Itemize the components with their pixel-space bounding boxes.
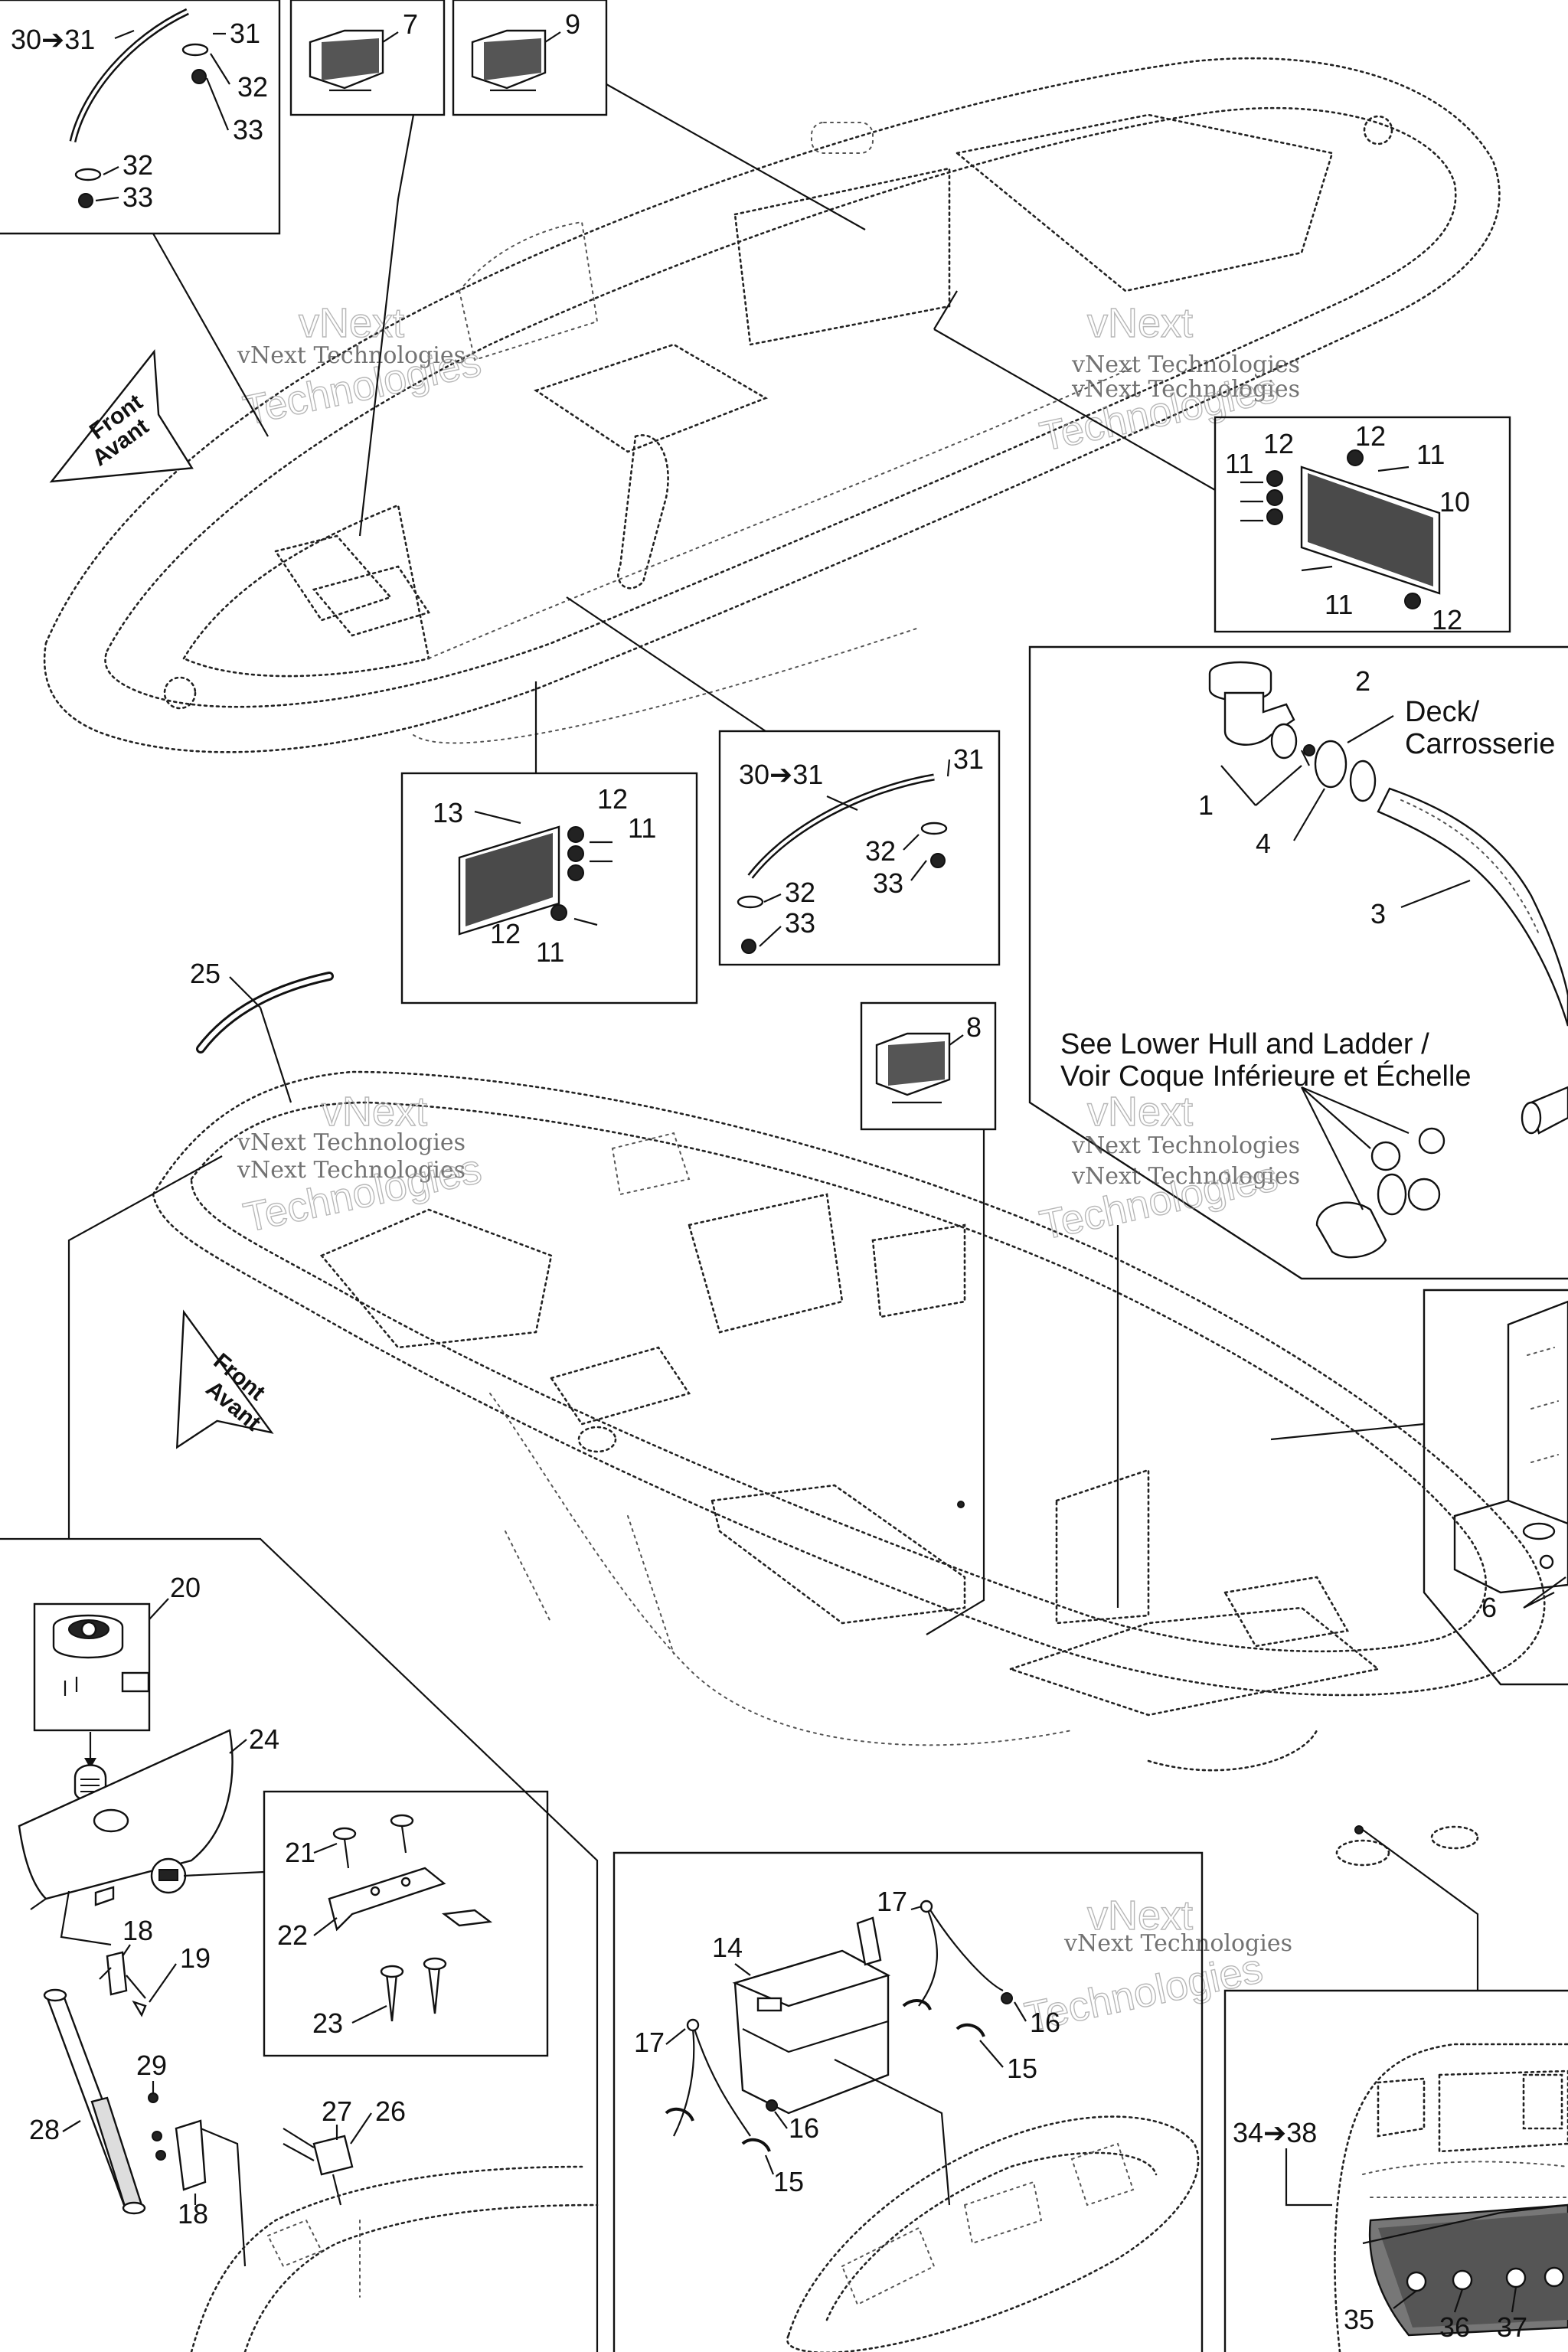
callout-11: 11 (1325, 589, 1353, 620)
callout-24: 24 (249, 1723, 279, 1755)
see-lower-hull-note: See Lower Hull and Ladder / (1060, 1028, 1429, 1060)
watermark-text: vNext Technologies (237, 1157, 466, 1184)
watermark-text: vNext Technologies (237, 342, 466, 369)
callout-32: 32 (865, 835, 896, 867)
watermark-big: vNext (322, 1089, 427, 1135)
watermark-big: vNext (1087, 300, 1193, 346)
callout-8: 8 (966, 1011, 982, 1043)
callout-16: 16 (1030, 2007, 1060, 2038)
callout-35: 35 (1344, 2304, 1374, 2335)
callout-26: 26 (375, 2096, 406, 2127)
callout-9: 9 (565, 8, 580, 40)
bottom-boat-hull (152, 1070, 1546, 1867)
drain-assembly-panel: 2 1 4 3 Deck/ Carrosserie See Lower Hull… (1028, 645, 1568, 1280)
callout-33: 33 (785, 907, 815, 939)
callout-30-31: 30➔31 (11, 24, 95, 55)
leader-line (67, 1155, 223, 1539)
callout-21: 21 (285, 1837, 315, 1868)
deck-note: Deck/ (1405, 696, 1480, 728)
watermark-text: vNext Technologies (1071, 1163, 1300, 1190)
callout-2: 2 (1355, 665, 1370, 697)
callout-31: 31 (953, 743, 984, 775)
callout-6: 6 (1481, 1592, 1497, 1623)
callout-32: 32 (237, 71, 268, 103)
leader-line (1362, 1829, 1479, 1991)
callout-12: 12 (1432, 604, 1462, 635)
callout-11: 11 (1225, 448, 1253, 479)
callout-25: 25 (190, 958, 220, 989)
callout-12: 12 (597, 783, 628, 815)
callout-28: 28 (29, 2114, 60, 2145)
callout-30-31: 30➔31 (739, 759, 823, 790)
callout-17: 17 (634, 2027, 665, 2058)
callout-20: 20 (170, 1572, 201, 1603)
voir-coque-note: Voir Coque Inférieure et Échelle (1060, 1060, 1472, 1093)
callout-10: 10 (1439, 486, 1470, 518)
lid-assembly: 20 24 21 22 23 18 (18, 1572, 599, 2352)
watermark-text: vNext Technologies (237, 1129, 466, 1156)
carrosserie-note: Carrosserie (1405, 728, 1555, 760)
callout-32: 32 (785, 877, 815, 908)
mat-box-34-38: 34➔38 35 36 37 (1223, 1989, 1568, 2352)
front-arrow-bottom: Front Avant (175, 1309, 274, 1449)
callout-11: 11 (536, 936, 564, 968)
callout-13: 13 (433, 797, 463, 828)
callout-7: 7 (403, 8, 418, 40)
watermark-text: vNext Technologies (1071, 351, 1300, 378)
callout-4: 4 (1256, 828, 1271, 859)
callout-18: 18 (178, 2198, 208, 2230)
watermark-text: vNext Technologies (1071, 1132, 1300, 1159)
callout-34-38: 34➔38 (1233, 2117, 1317, 2148)
callout-33: 33 (233, 114, 263, 145)
callout-37: 37 (1497, 2311, 1527, 2343)
callout-12: 12 (1355, 420, 1386, 452)
callout-33: 33 (122, 181, 153, 213)
watermark-text: vNext Technologies (1063, 1930, 1292, 1957)
callout-15: 15 (1007, 2053, 1037, 2084)
callout-15: 15 (773, 2166, 804, 2197)
grate-box-10: 11 12 12 11 10 11 12 (933, 290, 1511, 635)
part-8-box: 8 (860, 1001, 997, 1635)
callout-1: 1 (1198, 789, 1214, 821)
callout-3: 3 (1370, 898, 1386, 929)
callout-29: 29 (136, 2050, 167, 2081)
callout-17: 17 (877, 1886, 907, 1917)
grab-handle-box-top: 30➔31 31 32 33 32 33 (0, 0, 281, 437)
front-arrow-top: Front Avant (49, 349, 194, 483)
grab-handle-box-middle: 30➔31 31 32 33 32 33 (566, 596, 1001, 966)
watermark-big: vNext (1087, 1893, 1193, 1939)
callout-14: 14 (712, 1932, 743, 1963)
callout-11: 11 (1416, 439, 1445, 470)
watermark-big: vNext (299, 300, 404, 346)
callout-12: 12 (490, 918, 521, 949)
callout-18: 18 (122, 1915, 153, 1946)
watermark-text: vNext Technologies (1071, 376, 1300, 403)
callout-36: 36 (1439, 2311, 1470, 2343)
callout-31: 31 (230, 18, 260, 49)
callout-12: 12 (1263, 428, 1294, 459)
grate-box-13: 13 12 11 12 11 (400, 681, 698, 1004)
cooler-box: 14 17 16 15 17 16 15 (612, 1851, 1204, 2352)
callout-23: 23 (312, 2007, 343, 2039)
top-boat-deck (43, 57, 1501, 753)
leader-line (0, 1537, 599, 2352)
callout-19: 19 (180, 1942, 211, 1974)
callout-11: 11 (628, 812, 656, 844)
callout-33: 33 (873, 867, 903, 899)
callout-27: 27 (322, 2096, 352, 2127)
part-6-panel: 6 (1270, 1289, 1568, 1686)
part-9-box: 9 (452, 0, 866, 230)
callout-32: 32 (122, 149, 153, 181)
part-7-box: 7 (289, 0, 446, 537)
part-25-strip: 25 (190, 958, 334, 1103)
callout-22: 22 (277, 1919, 308, 1951)
watermark-big: vNext (1087, 1089, 1193, 1135)
callout-16: 16 (789, 2112, 819, 2144)
